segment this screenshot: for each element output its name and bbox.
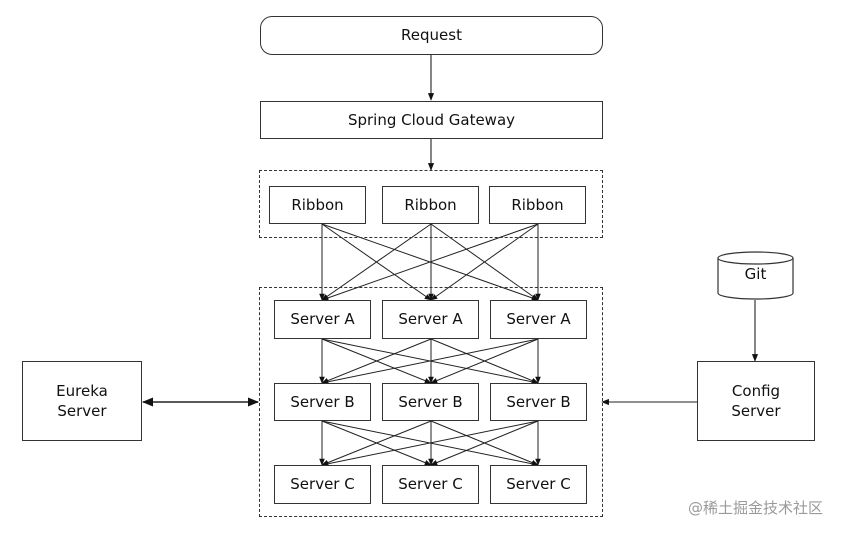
watermark: @稀土掘金技术社区: [688, 499, 824, 517]
server-b-node-1: Server B: [274, 383, 371, 421]
server-c-node-1: Server C: [274, 465, 371, 504]
config-label-line1: Config: [731, 381, 781, 400]
gateway-node: Spring Cloud Gateway: [260, 101, 603, 139]
eureka-label-line1: Eureka: [56, 381, 108, 400]
server-c-label: Server C: [398, 475, 463, 494]
eureka-label-line2: Server: [57, 402, 107, 420]
ribbon-group: [259, 170, 603, 238]
server-a-label: Server A: [506, 310, 571, 329]
edge-server-a-to-server-b-2-1: [321, 338, 432, 384]
server-b-label: Server B: [290, 392, 355, 411]
edge-server-a-to-server-b-3-2: [430, 338, 539, 384]
edge-server-a-to-server-b-3-1: [321, 338, 539, 385]
git-label: Git: [744, 265, 767, 283]
edge-server-b-to-server-c-2-1: [321, 420, 432, 466]
request-node: Request: [260, 16, 603, 55]
request-label: Request: [401, 26, 462, 45]
server-b-label: Server B: [506, 392, 571, 411]
server-b-node-3: Server B: [490, 383, 587, 421]
server-b-node-2: Server B: [382, 383, 479, 421]
ribbon-node-2: Ribbon: [382, 186, 479, 224]
git-repository: Git: [717, 251, 794, 301]
server-a-node-3: Server A: [490, 300, 587, 339]
server-a-label: Server A: [398, 310, 463, 329]
server-c-node-3: Server C: [490, 465, 587, 504]
ribbon-label: Ribbon: [511, 195, 564, 214]
config-server-node: Config Server: [697, 361, 815, 441]
config-label-line2: Server: [731, 402, 781, 420]
server-a-label: Server A: [290, 310, 355, 329]
edge-server-b-to-server-c-3-1: [321, 420, 539, 467]
server-b-label: Server B: [398, 392, 463, 411]
eureka-server-node: Eureka Server: [22, 361, 142, 441]
server-a-node-2: Server A: [382, 300, 479, 339]
server-c-label: Server C: [506, 475, 571, 494]
ribbon-node-1: Ribbon: [269, 186, 366, 224]
server-c-node-2: Server C: [382, 465, 479, 504]
edge-server-b-to-server-c-3-2: [430, 420, 539, 466]
server-group: [259, 287, 603, 517]
ribbon-node-3: Ribbon: [489, 186, 586, 224]
gateway-label: Spring Cloud Gateway: [347, 110, 516, 129]
server-c-label: Server C: [290, 475, 355, 494]
ribbon-label: Ribbon: [404, 195, 457, 214]
ribbon-label: Ribbon: [291, 195, 344, 214]
server-a-node-1: Server A: [274, 300, 371, 339]
database-icon: [717, 251, 794, 300]
